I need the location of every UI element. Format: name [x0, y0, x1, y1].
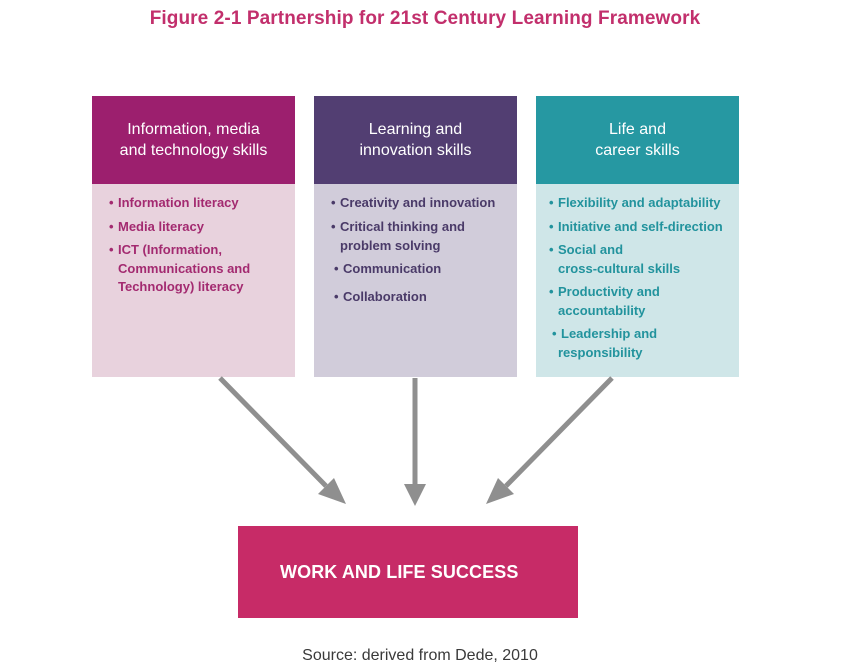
list-item-text: responsibility: [558, 344, 643, 360]
bullet-icon: •: [331, 195, 336, 210]
bullet-icon: •: [331, 219, 336, 234]
bullet-icon: •: [549, 242, 554, 257]
list-item-text: Social and: [558, 242, 624, 257]
box-body: • Creativity and innovation • Critical thi…: [314, 184, 517, 377]
bullet-icon: •: [552, 326, 557, 341]
result-label: WORK AND LIFE SUCCESS: [280, 561, 519, 582]
box-header: Life and career skills: [536, 96, 739, 184]
arrow-down-right-icon: [218, 376, 346, 504]
box-body: • Flexibility and adaptability • Initiativ…: [536, 184, 739, 377]
list-item-text: Communication: [343, 261, 442, 276]
box-body: • Information literacy • Media literacy • I…: [92, 184, 295, 377]
list-item-text: Information literacy: [118, 195, 239, 210]
list-item: • Leadership and responsibility: [552, 325, 657, 362]
box-header-line: and technology skills: [119, 142, 268, 159]
list-item: • Initiative and self-direction: [549, 218, 723, 237]
arrow-down-icon: [404, 378, 426, 506]
list-item: • Communication: [334, 260, 441, 279]
box-header: Learning and innovation skills: [314, 96, 517, 184]
source-caption: Source: derived from Dede, 2010: [302, 647, 538, 664]
list-item: • Flexibility and adaptability: [549, 194, 721, 213]
list-item-text: problem solving: [340, 237, 441, 253]
list-item: • Critical thinking and problem solving: [331, 218, 465, 255]
bullet-icon: •: [109, 242, 114, 257]
information-media-technology-box: Information, media and technology skills…: [92, 96, 295, 377]
figure-title: Figure 2-1 Partnership for 21st Century …: [149, 8, 701, 29]
list-item: • Creativity and innovation: [331, 194, 495, 213]
list-item-text: Collaboration: [343, 289, 427, 304]
bullet-icon: •: [549, 195, 554, 210]
bullet-icon: •: [109, 219, 114, 234]
box-header: Information, media and technology skills: [92, 96, 295, 184]
list-item-text: Initiative and self-direction: [558, 219, 723, 234]
list-item-text: Creativity and innovation: [340, 195, 496, 210]
bullet-icon: •: [549, 219, 554, 234]
list-item: • Collaboration: [334, 288, 427, 307]
list-item: • Media literacy: [109, 218, 204, 237]
list-item-text: Media literacy: [118, 219, 204, 234]
list-item: • Productivity and accountability: [549, 283, 660, 320]
list-item-text: Technology) literacy: [118, 279, 244, 294]
list-item-text: Leadership and: [561, 326, 658, 341]
box-header-line: Learning and: [368, 121, 463, 138]
list-item-text: Flexibility and adaptability: [558, 195, 721, 210]
box-header-line: career skills: [595, 142, 680, 159]
bullet-icon: •: [109, 195, 114, 210]
work-life-success-box: WORK AND LIFE SUCCESS: [238, 526, 578, 618]
box-header-line: Life and: [609, 121, 666, 138]
list-item-text: Productivity and: [558, 284, 660, 299]
bullet-icon: •: [334, 289, 339, 304]
list-item-text: ICT (Information,: [118, 242, 222, 257]
box-header-line: Information, media: [127, 121, 260, 138]
arrow-down-left-icon: [486, 376, 614, 504]
learning-innovation-box: Learning and innovation skills • Creativi…: [314, 96, 517, 377]
list-item: • Social and cross-cultural skills: [549, 241, 680, 278]
bullet-icon: •: [334, 261, 339, 276]
list-item: • ICT (Information, Communications and Te…: [109, 241, 250, 297]
list-item-text: Critical thinking and: [340, 219, 465, 234]
life-career-box: Life and career skills • Flexibility and …: [536, 96, 739, 377]
bullet-icon: •: [549, 284, 554, 299]
list-item-text: cross-cultural skills: [558, 260, 681, 276]
list-item: • Information literacy: [109, 194, 239, 213]
list-item-text: accountability: [558, 302, 646, 318]
list-item-text: Communications and: [118, 260, 251, 276]
box-header-line: innovation skills: [359, 142, 472, 159]
